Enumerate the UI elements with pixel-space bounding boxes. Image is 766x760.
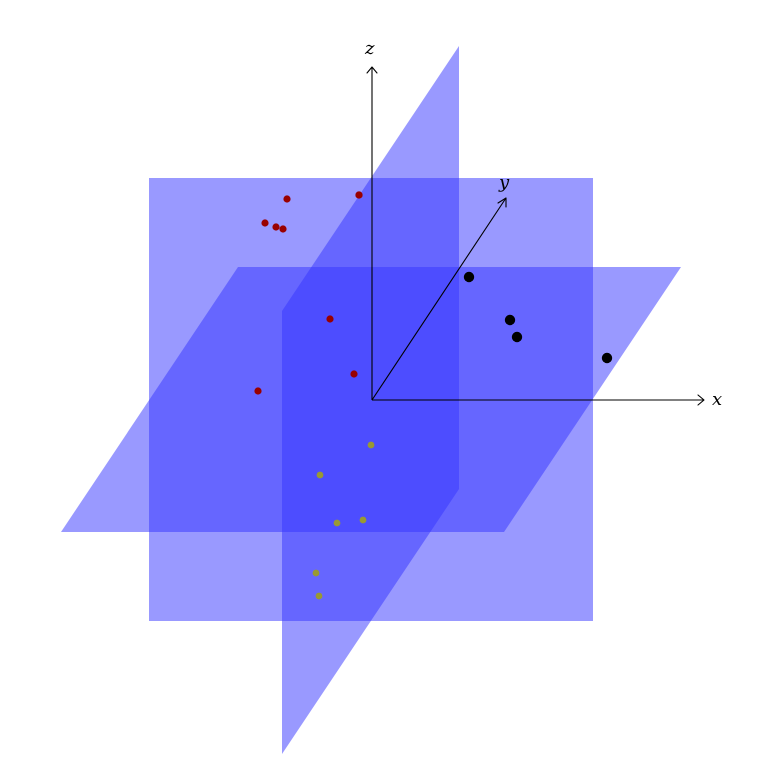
data-point xyxy=(355,191,363,199)
z-axis-arrowhead xyxy=(366,66,378,74)
data-point xyxy=(326,315,334,323)
y-axis-arrowhead xyxy=(497,197,507,208)
black-point-cluster xyxy=(463,271,613,364)
data-point xyxy=(367,441,375,449)
data-point xyxy=(312,569,320,577)
data-point xyxy=(283,195,291,203)
data-point xyxy=(272,223,280,231)
data-point xyxy=(316,471,324,479)
points-group xyxy=(254,191,613,600)
red-point-cluster xyxy=(254,191,363,395)
olive-point-cluster xyxy=(312,441,375,600)
data-point xyxy=(261,219,269,227)
yz-plane xyxy=(282,46,459,754)
planes-group xyxy=(61,46,681,754)
data-point xyxy=(511,331,523,343)
data-point xyxy=(315,592,323,600)
x-axis-label: x xyxy=(712,389,722,410)
data-point xyxy=(601,352,613,364)
data-point xyxy=(463,271,475,283)
y-axis-label: y xyxy=(498,172,510,193)
data-point xyxy=(359,516,367,524)
data-point xyxy=(350,370,358,378)
data-point xyxy=(279,225,287,233)
data-point xyxy=(333,519,341,527)
x-axis-arrowhead xyxy=(697,394,705,406)
axes-group: x y z xyxy=(364,38,722,410)
data-point xyxy=(254,387,262,395)
data-point xyxy=(504,314,516,326)
z-axis-label: z xyxy=(364,38,375,59)
y-axis-line xyxy=(371,197,507,401)
